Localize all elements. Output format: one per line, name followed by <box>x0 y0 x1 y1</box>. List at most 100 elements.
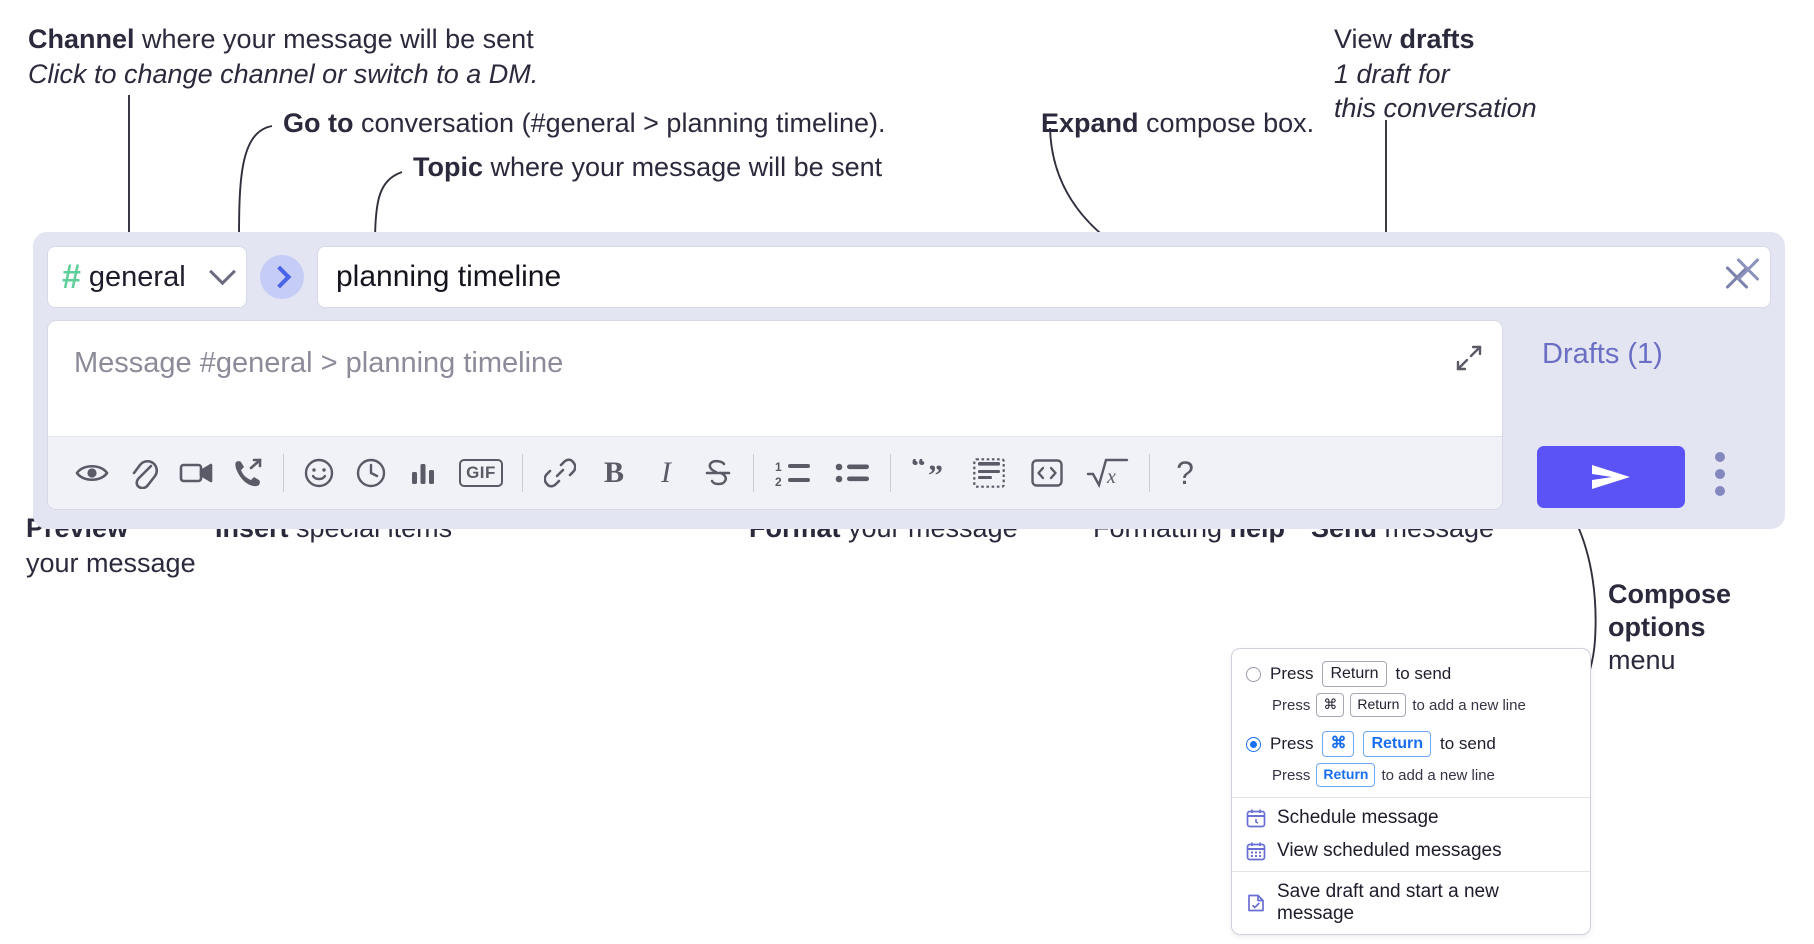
kebab-dot <box>1715 486 1725 496</box>
topic-input[interactable]: planning timeline <box>317 246 1771 308</box>
italic-icon[interactable]: I <box>640 447 692 499</box>
calendar-clock-icon <box>1246 809 1266 828</box>
leader-goto <box>232 125 273 245</box>
annotation-channel-bold: Channel <box>28 24 135 54</box>
bold-icon[interactable]: B <box>588 447 640 499</box>
annotation-channel-rest: where your message will be sent <box>134 24 534 54</box>
menu-item-schedule-message[interactable]: Schedule message <box>1232 798 1590 838</box>
bulleted-list-icon[interactable] <box>823 447 881 499</box>
annotation-drafts-bold: drafts <box>1399 24 1475 54</box>
compose-options-button[interactable] <box>1714 452 1726 496</box>
option2-press: Press <box>1270 734 1314 754</box>
annotation-expand-rest: compose box. <box>1138 108 1315 138</box>
close-icon[interactable] <box>1733 254 1763 284</box>
annotation-goto-rest: conversation (#general > planning timeli… <box>353 108 886 138</box>
send-paper-plane-icon <box>1592 465 1630 489</box>
annotation-goto-bold: Go to <box>283 108 354 138</box>
annotation-expand: Expand compose box. <box>1041 106 1314 141</box>
inline-code-icon[interactable] <box>1018 447 1076 499</box>
kebab-dot <box>1715 469 1725 479</box>
drafts-link[interactable]: Drafts (1) <box>1542 338 1663 370</box>
preview-eye-icon[interactable] <box>66 447 118 499</box>
gif-icon[interactable]: GIF <box>449 447 513 499</box>
annotation-topic: Topic where your message will be sent <box>413 150 882 185</box>
annotation-drafts-lead: View <box>1334 24 1400 54</box>
option2-sub-tail: to add a new line <box>1381 766 1495 784</box>
channel-name-label: general <box>88 260 186 293</box>
menu-item-view-scheduled[interactable]: View scheduled messages <box>1232 838 1590 871</box>
poll-bars-icon[interactable] <box>397 447 449 499</box>
formatting-help-icon[interactable]: ? <box>1159 447 1211 499</box>
annotation-compose-options: Compose options menu <box>1608 578 1731 677</box>
send-button[interactable] <box>1537 446 1685 508</box>
annotation-drafts-italic1: 1 draft for <box>1334 58 1450 89</box>
phone-forward-icon[interactable] <box>222 447 274 499</box>
calendar-grid-icon <box>1246 842 1266 861</box>
ordered-list-icon[interactable]: 1 2 <box>763 447 823 499</box>
option1-sub-tail: to add a new line <box>1412 696 1526 714</box>
annotation-expand-bold: Expand <box>1041 108 1139 138</box>
send-option-return[interactable]: Press Return to send Press ⌘ Return to a… <box>1232 649 1590 727</box>
gif-label: GIF <box>459 459 503 487</box>
menu-item-label: Save draft and start a new message <box>1277 880 1499 924</box>
radio-cmd-return[interactable] <box>1246 736 1261 752</box>
annotation-drafts: View drafts 1 draft for this conversatio… <box>1334 22 1537 126</box>
message-compose-area[interactable]: Message #general > planning timeline <box>47 320 1503 510</box>
key-return: Return <box>1363 730 1432 758</box>
annotation-channel-italic: Click to change channel or switch to a D… <box>28 58 539 89</box>
option1-press: Press <box>1270 664 1314 684</box>
formatting-toolbar: GIF B I <box>48 436 1502 509</box>
annotation-compose-rest: menu <box>1608 644 1676 675</box>
annotation-drafts-italic2: this conversation <box>1334 93 1537 124</box>
emoji-smiley-icon[interactable] <box>293 447 345 499</box>
svg-text:2: 2 <box>775 475 782 488</box>
message-input-placeholder: Message #general > planning timeline <box>74 347 564 379</box>
menu-divider <box>1232 870 1590 872</box>
svg-text:x: x <box>1106 466 1116 488</box>
expand-icon[interactable] <box>1456 345 1482 371</box>
option2-sub-press: Press <box>1272 766 1311 784</box>
toolbar-divider <box>890 454 891 492</box>
option1-tail: to send <box>1395 664 1452 684</box>
svg-text:1: 1 <box>775 460 782 474</box>
goto-conversation-button[interactable] <box>260 255 304 299</box>
compose-header-row: # general planning timeline <box>47 246 1771 308</box>
strikethrough-icon[interactable] <box>692 447 744 499</box>
clock-icon[interactable] <box>345 447 397 499</box>
annotation-compose-bold2: options <box>1608 611 1706 642</box>
attachment-paperclip-icon[interactable] <box>118 447 170 499</box>
italic-label: I <box>661 456 671 489</box>
link-icon[interactable] <box>532 447 588 499</box>
option1-sub-press: Press <box>1272 696 1311 714</box>
math-formula-icon[interactable]: x <box>1076 447 1140 499</box>
channel-selector[interactable]: # general <box>47 246 247 308</box>
key-command: ⌘ <box>1316 693 1345 717</box>
hash-icon: # <box>62 258 81 296</box>
key-return: Return <box>1350 693 1407 717</box>
bold-label: B <box>603 456 624 489</box>
annotation-goto: Go to conversation (#general > planning … <box>283 106 886 141</box>
annotation-topic-rest: where your message will be sent <box>483 152 883 182</box>
blockquote-icon[interactable]: “ ” <box>900 447 960 499</box>
menu-divider <box>1232 796 1590 798</box>
key-return: Return <box>1316 763 1376 787</box>
topic-value: planning timeline <box>336 260 562 293</box>
option2-tail: to send <box>1440 734 1496 754</box>
compose-panel: # general planning timeline Message #gen… <box>33 232 1785 529</box>
toolbar-divider <box>753 454 754 492</box>
kebab-dot <box>1715 452 1725 462</box>
key-return: Return <box>1322 661 1387 688</box>
svg-text:”: ” <box>928 459 943 487</box>
menu-item-save-draft[interactable]: Save draft and start a new message <box>1232 872 1590 934</box>
video-camera-icon[interactable] <box>170 447 222 499</box>
svg-text:“: “ <box>911 459 926 483</box>
code-block-icon[interactable] <box>960 447 1018 499</box>
radio-return[interactable] <box>1246 666 1261 682</box>
chevron-right-icon <box>268 265 292 289</box>
send-option-cmd-return[interactable]: Press ⌘ Return to send Press Return to a… <box>1232 727 1590 797</box>
annotation-channel: Channel where your message will be sent … <box>28 22 538 91</box>
help-label: ? <box>1176 454 1194 491</box>
annotation-compose-bold1: Compose <box>1608 579 1732 609</box>
annotation-topic-bold: Topic <box>413 152 483 182</box>
toolbar-divider <box>1149 454 1150 492</box>
